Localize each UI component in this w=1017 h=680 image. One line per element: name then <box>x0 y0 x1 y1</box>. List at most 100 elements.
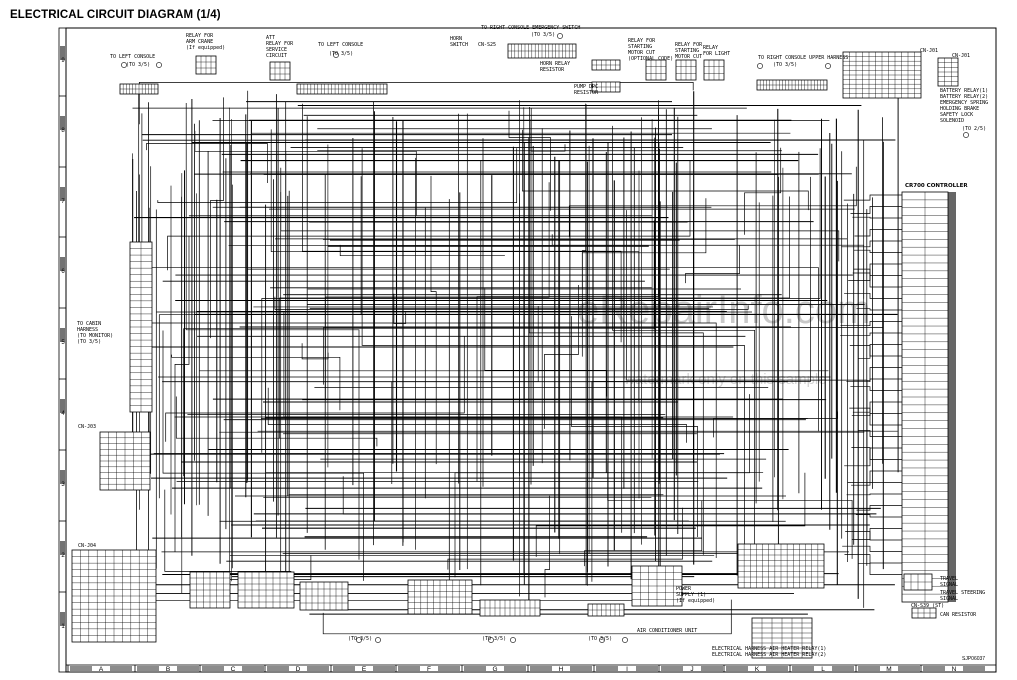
connector-bottom-6 <box>587 603 625 617</box>
column-label: A <box>99 666 104 673</box>
connector-bottom-2 <box>237 571 295 609</box>
row-label: 1 <box>61 624 65 630</box>
label-can-resistor: CAN RESISTOR <box>940 612 977 618</box>
column-label: L <box>821 666 825 673</box>
row-label: 6 <box>61 269 65 275</box>
connector-left-console-2 <box>296 83 388 95</box>
column-label: B <box>166 666 170 673</box>
label-battery-relay-block: BATTERY RELAY(1)BATTERY RELAY(2)EMERGENC… <box>940 88 988 124</box>
terminal-ref-marker <box>488 637 494 643</box>
terminal-ref-marker <box>375 637 381 643</box>
label-cn-j01: CN-J01 <box>920 48 938 54</box>
row-label: 4 <box>61 411 65 417</box>
label-to-3-5-bottom-3: (TO 3/5) <box>588 636 612 642</box>
connector-cn-s02 <box>751 617 813 659</box>
terminal-ref-marker <box>121 62 127 68</box>
terminal-ref-marker <box>510 637 516 643</box>
row-label: 5 <box>61 340 65 346</box>
column-label: D <box>296 666 301 673</box>
cr700-controller-body <box>948 192 956 602</box>
connector-bottom-5 <box>479 599 541 617</box>
column-label: J <box>690 666 693 673</box>
column-label: F <box>427 666 431 673</box>
label-air-conditioner-unit: AIR CONDITIONER UNIT <box>637 628 697 634</box>
label-to-2-5: (TO 2/5) <box>962 126 986 132</box>
connector-cabin-harness <box>129 241 153 413</box>
connector-left-console-1 <box>119 83 159 95</box>
column-label: I <box>626 666 628 673</box>
column-label: C <box>231 666 236 673</box>
label-to-right-console-emergency: TO RIGHT CONSOLE EMERGENCY SWITCH <box>481 25 580 31</box>
label-cn-s39: CN-S39 (ST) <box>911 603 944 609</box>
label-to-left-console-1-ref: (TO 3/5) <box>126 62 150 68</box>
components <box>71 33 969 659</box>
connector-relay-light <box>703 59 725 81</box>
label-cn-s25: CN-S25 <box>478 42 496 48</box>
terminal-ref-marker <box>599 637 605 643</box>
connector-cn-j01-block <box>842 51 922 99</box>
label-to-right-console-emergency-ref: (TO 3/5) <box>531 32 555 38</box>
label-to-3-5-bottom-2: (TO 3/5) <box>482 636 506 642</box>
terminal-ref-marker <box>757 63 763 69</box>
terminal-ref-marker <box>825 63 831 69</box>
connector-bottom-3 <box>299 581 349 611</box>
terminal-ref-marker <box>622 637 628 643</box>
label-to-left-console-1: TO LEFT CONSOLE <box>110 54 155 60</box>
connector-horn-relay <box>591 59 621 71</box>
row-label: 7 <box>61 199 65 205</box>
terminal-ref-marker <box>557 33 563 39</box>
label-cn-j04: CN-J04 <box>78 543 96 549</box>
label-to-left-console-2: TO LEFT CONSOLE <box>318 42 363 48</box>
connector-pump-dpc <box>591 81 621 93</box>
label-to-right-console-upper: TO RIGHT CONSOLE UPPER HARNESS <box>758 55 848 61</box>
label-to-right-console-upper-ref: (TO 3/5) <box>773 62 797 68</box>
row-label: 2 <box>61 553 65 559</box>
terminal-ref-marker <box>356 637 362 643</box>
label-to-3-5-bottom-1: (TO 3/5) <box>348 636 372 642</box>
connector-emergency-switch <box>507 43 577 59</box>
label-cn-j03: CN-J03 <box>78 424 96 430</box>
row-label: 9 <box>61 58 65 64</box>
connector-right-lower <box>737 543 825 589</box>
connector-right-console-upper <box>756 79 828 91</box>
connector-bottom-4 <box>407 579 473 615</box>
connector-cn-j04 <box>71 549 157 643</box>
column-label: H <box>559 666 564 673</box>
connector-cn-j03 <box>99 431 151 491</box>
part-number: SJP06037 <box>962 656 985 662</box>
frame <box>58 27 997 673</box>
connector-relay-arm-crane <box>195 55 217 75</box>
label-electrical-harness-notes: ELECTRICAL HARNESS AIR HEATER RELAY(1)EL… <box>712 646 826 658</box>
column-label: E <box>362 666 367 673</box>
page-title: ELECTRICAL CIRCUIT DIAGRAM (1/4) <box>10 9 221 21</box>
column-label: K <box>755 666 760 673</box>
connector-relay-motor-cut <box>675 59 697 81</box>
watermark-sub: watermark only on this sample <box>623 371 827 388</box>
connector-can-resistor <box>911 607 937 619</box>
row-label: 8 <box>61 128 65 134</box>
column-label: M <box>886 666 891 673</box>
cr700-controller-pins <box>901 191 949 603</box>
column-label: G <box>492 666 497 673</box>
label-cn-j01-2: CN-J01 <box>952 53 970 59</box>
connector-cn-j01-2 <box>937 57 959 87</box>
label-to-left-console-2-ref: (TO 3/5) <box>329 51 353 57</box>
connector-travel-signal <box>903 573 933 591</box>
connector-bottom-1 <box>189 571 231 609</box>
terminal-ref-marker <box>156 62 162 68</box>
label-cr700-controller: CR700 CONTROLLER <box>905 183 968 189</box>
